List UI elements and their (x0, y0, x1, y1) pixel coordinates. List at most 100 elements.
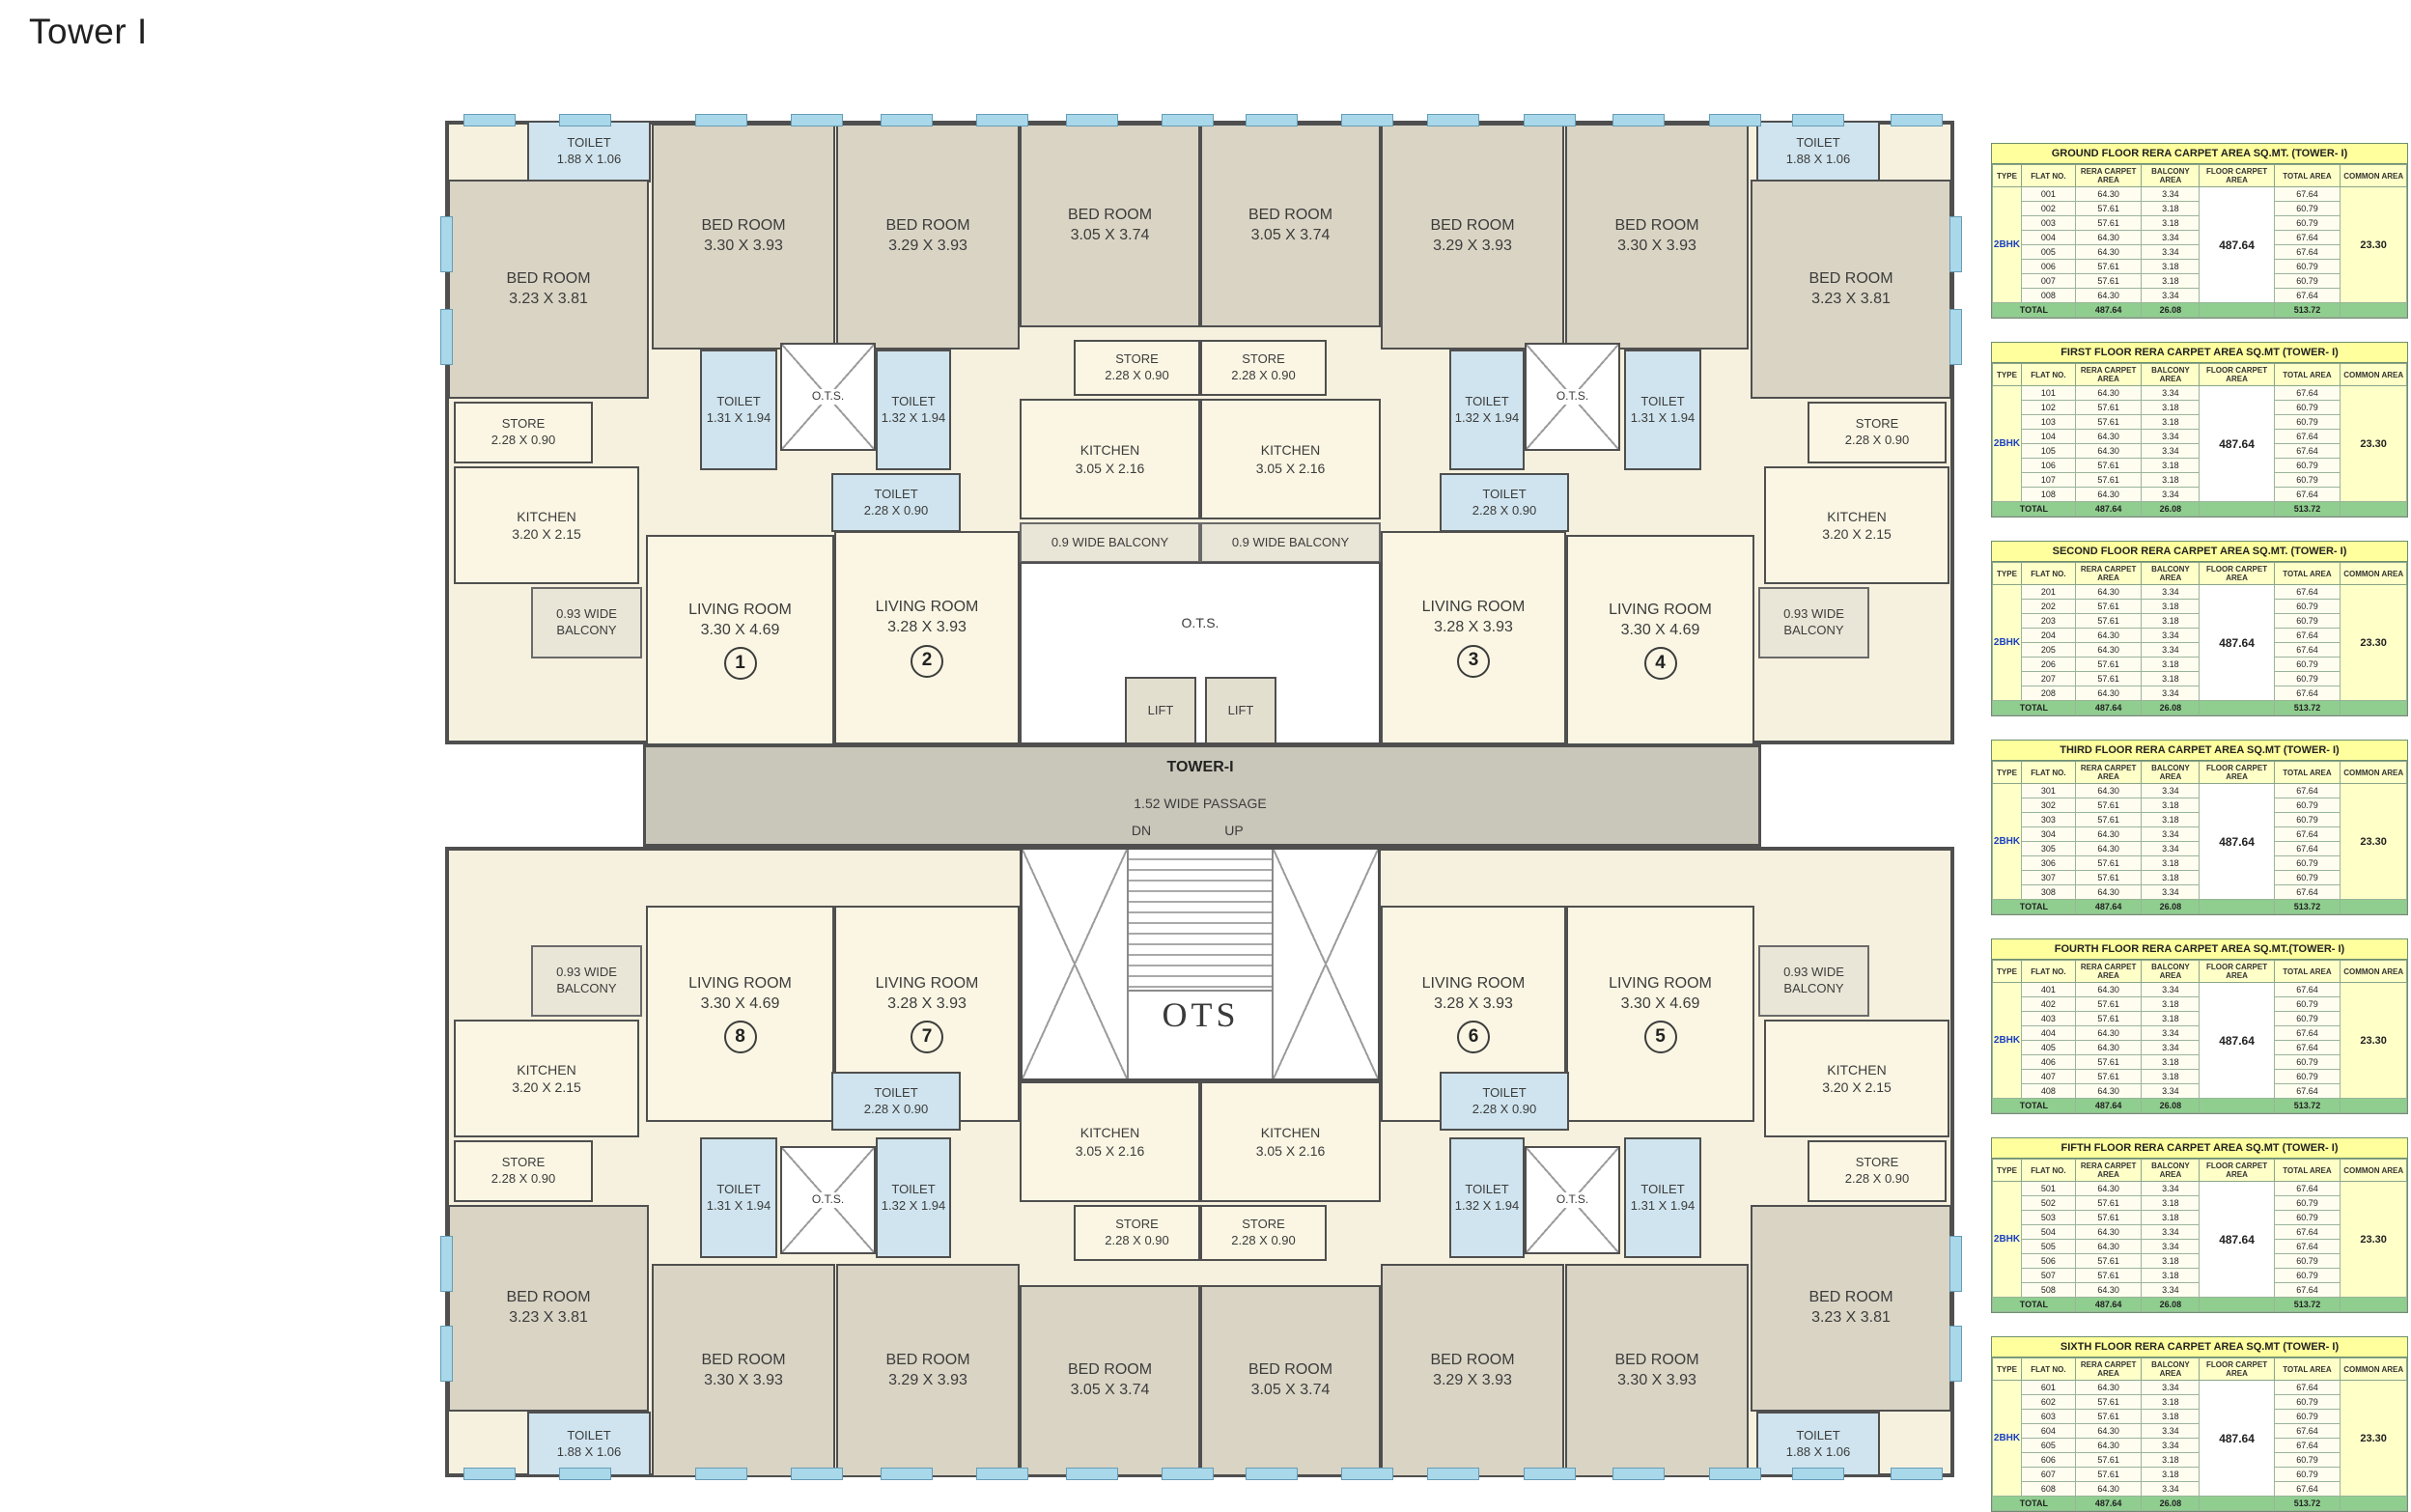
unit-number-6: 6 (1457, 1021, 1490, 1054)
table-common-area-cell: 23.30 (2340, 584, 2407, 701)
window-mark (1949, 1236, 1962, 1292)
up-label-label: UP (1224, 822, 1244, 838)
up-label: UP (1208, 819, 1260, 842)
window-mark (440, 216, 453, 272)
table-total-cell: 487.64 (2074, 899, 2143, 914)
table-cell: 105 (2021, 443, 2076, 459)
table-cell: 3.18 (2141, 1268, 2201, 1283)
table-cell: 67.64 (2273, 1438, 2341, 1453)
table-title: FIFTH FLOOR RERA CARPET AREA SQ.MT (TOWE… (1992, 1138, 2407, 1159)
table-cell: 3.18 (2141, 259, 2201, 274)
table-cell: 103 (2021, 414, 2076, 430)
toilet-unit2-inner-label: TOILET (891, 393, 936, 408)
table-cell: 502 (2021, 1195, 2076, 1211)
table-cell: 57.61 (2074, 414, 2143, 430)
table-total-cell: 26.08 (2141, 1297, 2201, 1312)
balcony-side-bottom-right-label: 0.93 WIDE BALCONY (1783, 965, 1844, 995)
table-col-header: COMMON AREA (2340, 164, 2407, 187)
table-cell: 3.34 (2141, 443, 2201, 459)
table-type-cell: 2BHK (1991, 186, 2023, 303)
table-cell: 60.79 (2273, 201, 2341, 216)
table-total-cell (2340, 899, 2407, 914)
table-title: GROUND FLOOR RERA CARPET AREA SQ.MT. (TO… (1992, 144, 2407, 164)
table-cell: 64.30 (2074, 982, 2143, 997)
table-title: FOURTH FLOOR RERA CARPET AREA SQ.MT.(TOW… (1992, 939, 2407, 960)
table-cell: 67.64 (2273, 642, 2341, 658)
table-cell: 67.64 (2273, 385, 2341, 401)
table-cell: 60.79 (2273, 1054, 2341, 1070)
table-total-cell (2199, 899, 2275, 914)
rera-area-table: SIXTH FLOOR RERA CARPET AREA SQ.MT (TOWE… (1991, 1336, 2408, 1512)
window-mark (976, 114, 1028, 126)
table-cell: 3.18 (2141, 855, 2201, 871)
table-cell: 008 (2021, 288, 2076, 303)
bedroom-top-7-label: BED ROOM (1614, 217, 1699, 235)
table-cell: 3.18 (2141, 671, 2201, 686)
balcony-side-top-right: 0.93 WIDE BALCONY (1758, 587, 1869, 658)
table-col-header: FLOOR CARPET AREA (2199, 960, 2275, 983)
table-col-header: FLAT NO. (2021, 164, 2076, 187)
table-cell: 3.34 (2141, 1380, 2201, 1395)
table-cell: 506 (2021, 1253, 2076, 1269)
table-cell: 3.18 (2141, 812, 2201, 827)
table-cell: 3.18 (2141, 1195, 2201, 1211)
table-cell: 507 (2021, 1268, 2076, 1283)
table-cell: 3.34 (2141, 244, 2201, 260)
table-total-cell (2199, 302, 2275, 318)
table-col-header: BALCONY AREA (2141, 562, 2201, 585)
table-total-cell: TOTAL (1992, 1098, 2076, 1113)
table-cell: 001 (2021, 186, 2076, 202)
table-col-header: BALCONY AREA (2141, 761, 2201, 784)
table-cell: 3.34 (2141, 783, 2201, 798)
table-cell: 67.64 (2273, 783, 2341, 798)
table-col-header: FLAT NO. (2021, 1358, 2076, 1381)
table-cell: 403 (2021, 1011, 2076, 1026)
bedroom-bottom-5-dims: 3.05 X 3.74 (1250, 1382, 1331, 1398)
bedroom-top-4-label: BED ROOM (1067, 206, 1153, 223)
table-cell: 64.30 (2074, 1423, 2143, 1439)
table-cell: 104 (2021, 429, 2076, 444)
store-center-top-right-dims: 2.28 X 0.90 (1231, 368, 1296, 382)
table-cell: 003 (2021, 215, 2076, 231)
bedroom-bottom-4-dims: 3.05 X 3.74 (1070, 1382, 1150, 1398)
ots-shaft-top-right-label: O.T.S. (1553, 389, 1592, 405)
table-cell: 57.61 (2074, 1210, 2143, 1225)
table-cell: 204 (2021, 628, 2076, 643)
store-center-bottom-left-dims: 2.28 X 0.90 (1105, 1233, 1169, 1247)
table-cell: 408 (2021, 1083, 2076, 1099)
table-total-cell (2340, 700, 2407, 715)
toilet-unit7-inner-label: TOILET (891, 1181, 936, 1196)
living-room-unit-6-label: LIVING ROOM (1421, 974, 1526, 992)
window-mark (1066, 114, 1118, 126)
table-cell: 67.64 (2273, 884, 2341, 900)
kitchen-top-left-label: KITCHEN (517, 508, 576, 524)
table-cell: 3.18 (2141, 1210, 2201, 1225)
kitchen-center-top-left-dims: 3.05 X 2.16 (1075, 460, 1145, 476)
kitchen-center-bottom-left-dims: 3.05 X 2.16 (1075, 1142, 1145, 1159)
rera-area-table: FIRST FLOOR RERA CARPET AREA SQ.MT (TOWE… (1991, 342, 2408, 518)
table-cell: 3.18 (2141, 201, 2201, 216)
table-type-cell: 2BHK (1991, 783, 2023, 900)
balcony-side-top-left-label: 0.93 WIDE BALCONY (556, 606, 617, 637)
table-col-header: TYPE (1991, 1358, 2023, 1381)
table-cell: 006 (2021, 259, 2076, 274)
rera-area-table: THIRD FLOOR RERA CARPET AREA SQ.MT (TOWE… (1991, 740, 2408, 915)
table-total-cell: 513.72 (2273, 1098, 2341, 1113)
table-cell: 206 (2021, 657, 2076, 672)
